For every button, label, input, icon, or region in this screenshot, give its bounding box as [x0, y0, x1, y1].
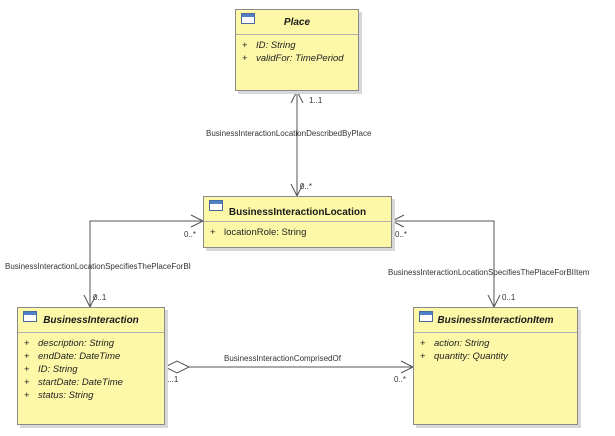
association-line-place-for-bi	[89, 220, 203, 307]
class-icon	[23, 311, 37, 322]
class-header: BusinessInteraction	[18, 308, 164, 333]
attribute-list: +ID: String +validFor: TimePeriod	[236, 35, 358, 65]
arrowhead-bil-right	[390, 214, 405, 228]
class-header: Place	[236, 10, 358, 35]
multiplicity-bil-left-end: 0..*	[184, 230, 197, 239]
multiplicity-bil-end: 0..*	[300, 182, 313, 191]
association-label-place-for-bi: BusinessInteractionLocationSpecifiesTheP…	[5, 262, 191, 271]
multiplicity-bi-aggregate-end: 1..1	[165, 375, 179, 384]
class-name: BusinessInteractionItem	[437, 315, 554, 326]
multiplicity-bii-part-end: 0..*	[394, 375, 407, 384]
attribute: +endDate: DateTime	[24, 351, 121, 362]
multiplicity-bii-end: 0..1	[502, 293, 516, 302]
attribute: +ID: String	[242, 40, 296, 51]
class-place[interactable]: Place +ID: String +validFor: TimePeriod	[235, 9, 359, 91]
association-line-place-for-bi-item	[392, 220, 495, 307]
class-header: BusinessInteractionLocation	[204, 197, 391, 222]
attribute: +startDate: DateTime	[24, 377, 123, 388]
multiplicity-place-end: 1..1	[309, 96, 323, 105]
multiplicity-bil-right-end: 0..*	[395, 230, 408, 239]
association-label-described-by-place: BusinessInteractionLocationDescribedByPl…	[206, 129, 372, 138]
class-header: BusinessInteractionItem	[414, 308, 577, 333]
attribute: +locationRole: String	[210, 227, 307, 238]
class-business-interaction-location[interactable]: BusinessInteractionLocation +locationRol…	[203, 196, 392, 248]
attribute: +status: String	[24, 390, 94, 401]
multiplicity-bi-end: 0..1	[93, 293, 107, 302]
arrowhead-place	[290, 89, 304, 104]
class-name: BusinessInteractionLocation	[228, 207, 367, 218]
association-label-place-for-bi-item: BusinessInteractionLocationSpecifiesTheP…	[388, 268, 590, 277]
attribute: +description: String	[24, 338, 115, 349]
attribute-list: +locationRole: String	[204, 222, 391, 239]
attribute: +quantity: Quantity	[420, 351, 508, 362]
attribute-list: +action: String +quantity: Quantity	[414, 333, 577, 363]
class-name: BusinessInteraction	[43, 315, 139, 326]
attribute: +action: String	[420, 338, 490, 349]
attribute-list: +description: String +endDate: DateTime …	[18, 333, 164, 402]
aggregation-diamond	[163, 360, 191, 374]
attribute: +validFor: TimePeriod	[242, 53, 344, 64]
class-business-interaction[interactable]: BusinessInteraction +description: String…	[17, 307, 165, 425]
association-label-comprised-of: BusinessInteractionComprisedOf	[224, 354, 341, 363]
class-icon	[241, 13, 255, 24]
attribute: +ID: String	[24, 364, 78, 375]
class-icon	[209, 200, 223, 211]
class-icon	[419, 311, 433, 322]
class-business-interaction-item[interactable]: BusinessInteractionItem +action: String …	[413, 307, 578, 425]
class-name: Place	[283, 17, 311, 28]
